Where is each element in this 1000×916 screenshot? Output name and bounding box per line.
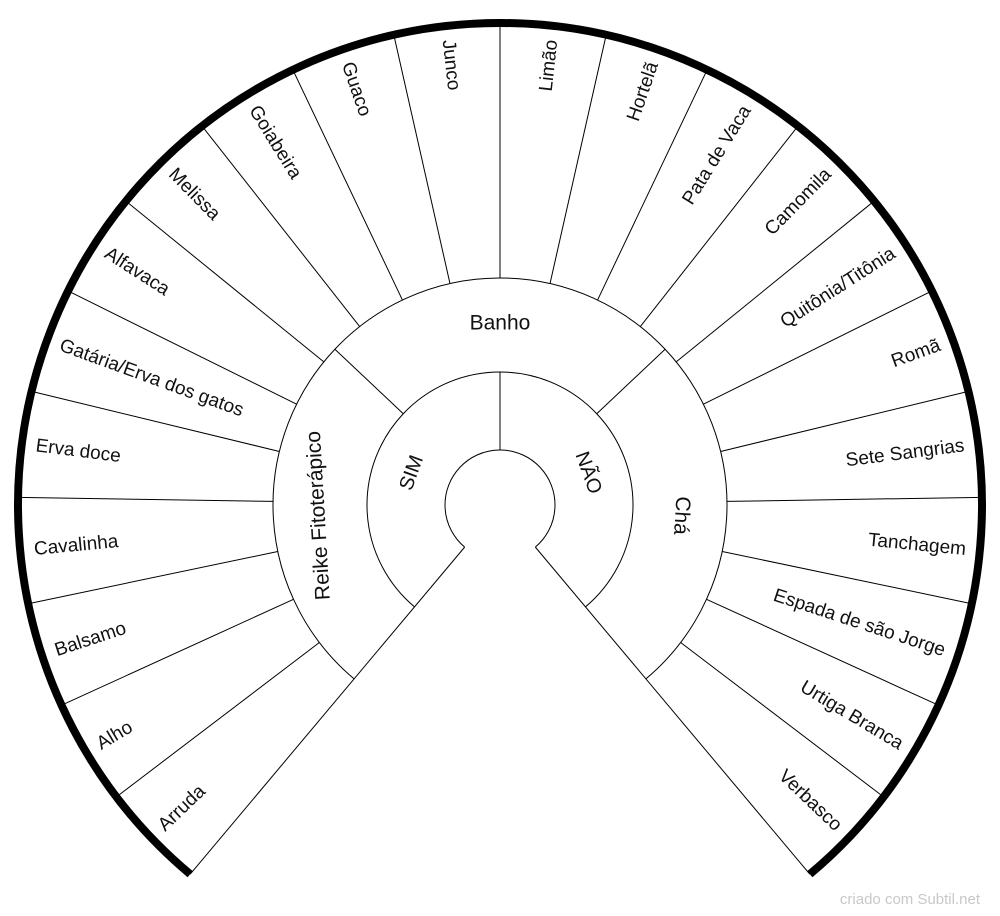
rings: [14, 19, 986, 878]
divider-lines: [18, 23, 982, 875]
outer-divider: [61, 598, 294, 706]
outer-divider: [125, 200, 325, 363]
outer-divider: [722, 551, 972, 605]
outer-divider: [680, 642, 884, 798]
boundary-line-left: [189, 546, 466, 875]
center-label-sim: SIM: [395, 452, 428, 493]
center-ring: [444, 449, 556, 548]
outer-label-hortela: Hortelã: [623, 59, 663, 124]
outer-label-guaco: Guaco: [337, 59, 375, 119]
outer-divider: [720, 390, 969, 452]
outer-label-balsamo: Balsamo: [52, 618, 129, 661]
outer-label-arruda: Arruda: [154, 781, 210, 836]
outer-divider: [639, 125, 799, 327]
outer-label-goiabeira: Goiabeira: [244, 102, 306, 183]
outer-label-sete-sangrias: Sete Sangrias: [845, 435, 966, 471]
middle-divider: [334, 348, 404, 415]
outer-label-tanchagem: Tanchagem: [867, 530, 967, 560]
center-label-nao: NÃO: [571, 448, 608, 497]
outer-label-junco: Junco: [438, 39, 464, 92]
middle-label-reike-fitoterapico: Reike Fitoterápico: [302, 430, 335, 600]
outer-label-roma: Romã: [889, 335, 944, 372]
inner-ring: [366, 371, 634, 608]
outer-label-melissa: Melissa: [164, 164, 224, 225]
outer-label-erva-doce: Erva doce: [34, 435, 122, 467]
outer-divider: [18, 496, 274, 502]
outer-divider: [675, 200, 875, 363]
boundary-line-right: [534, 546, 811, 875]
credit-text: criado com Subtil.net: [839, 891, 980, 908]
outer-label-pata-de-vaca: Pata de Vaca: [678, 101, 755, 208]
outer-label-alfavaca: Alfavaca: [101, 243, 174, 300]
outer-label-alho: Alho: [93, 717, 136, 755]
outer-divider: [201, 125, 361, 327]
outer-divider: [116, 642, 320, 798]
outer-divider: [292, 69, 403, 301]
outer-divider: [703, 290, 933, 405]
outer-divider: [597, 69, 708, 301]
outer-label-limao: Limão: [536, 39, 563, 93]
outer-label-quitonia-titonia: Quitônia/Titônia: [777, 243, 900, 332]
outer-divider: [393, 34, 451, 284]
outer-label-espada-de-sao-jorge: Espada de são Jorge: [771, 585, 948, 661]
outer-divider: [549, 34, 607, 284]
middle-divider: [596, 348, 666, 415]
outer-divider: [28, 551, 278, 605]
center-labels: SIM NÃO: [395, 448, 608, 497]
outer-label-camomila: Camomila: [761, 164, 836, 240]
outer-divider: [706, 598, 939, 706]
outer-label-cavalinha: Cavalinha: [33, 531, 120, 560]
outer-border-arc: [14, 19, 986, 878]
outer-label-gataria-erva-dos-gatos: Gatária/Erva dos gatos: [57, 335, 247, 421]
outer-divider: [67, 290, 297, 405]
outer-label-verbasco: Verbasco: [774, 766, 846, 836]
middle-ring: [272, 277, 728, 680]
middle-label-cha: Chá: [669, 496, 694, 536]
middle-label-banho: Banho: [470, 312, 531, 335]
outer-divider: [31, 390, 280, 452]
outer-divider: [726, 496, 982, 502]
